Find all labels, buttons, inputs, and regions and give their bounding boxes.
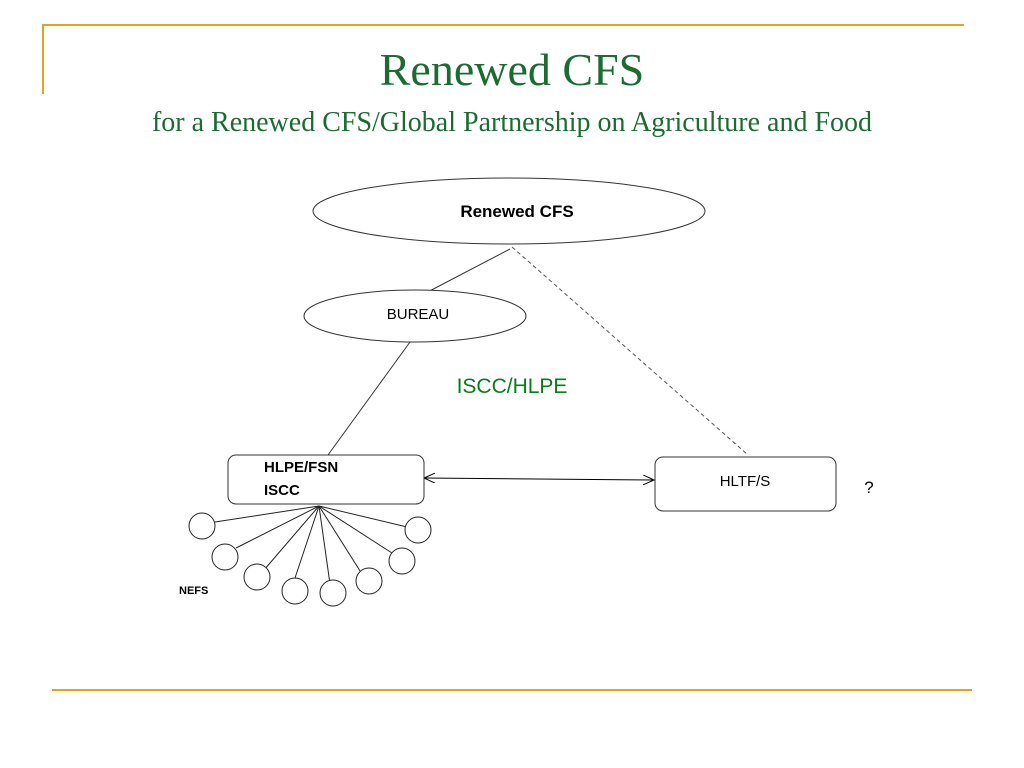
connector-hlpe-hltf-arrow xyxy=(424,478,654,480)
nefs-node xyxy=(404,516,432,544)
hlpe-fsn-label: HLPE/FSN xyxy=(264,459,338,476)
connector-bureau-hlpe xyxy=(327,341,411,456)
frame-top-rule xyxy=(42,24,964,26)
slide-subtitle: for a Renewed CFS/Global Partnership on … xyxy=(151,107,873,138)
hltf-label: HLTF/S xyxy=(720,473,771,490)
nefs-node xyxy=(188,512,216,540)
frame-bottom-rule xyxy=(52,689,972,691)
hltf-node: HLTF/S xyxy=(654,456,837,512)
question-mark: ? xyxy=(864,478,873,497)
iscc-hlpe-label: ISCC/HLPE xyxy=(457,375,568,398)
renewed-cfs-label: Renewed CFS xyxy=(460,202,573,221)
nefs-node xyxy=(388,547,416,575)
nefs-node xyxy=(319,579,347,607)
nefs-node xyxy=(281,577,309,605)
slide-title: Renewed CFS xyxy=(379,44,645,95)
connector-cfs-bureau xyxy=(419,248,511,297)
nefs-node xyxy=(211,543,239,571)
bureau-label: BUREAU xyxy=(387,306,450,323)
connector-cfs-hltf-dashed xyxy=(511,246,749,456)
renewed-cfs-node: Renewed CFS xyxy=(312,177,706,245)
hlpe-fsn-iscc-node: HLPE/FSN ISCC xyxy=(227,454,425,505)
nefs-label: NEFS xyxy=(179,585,208,597)
nefs-node xyxy=(243,563,271,591)
iscc-label: ISCC xyxy=(264,482,300,499)
bureau-node: BUREAU xyxy=(303,289,527,343)
nefs-node xyxy=(355,567,383,595)
frame-left-rule xyxy=(42,24,44,94)
nefs-network xyxy=(188,505,432,607)
